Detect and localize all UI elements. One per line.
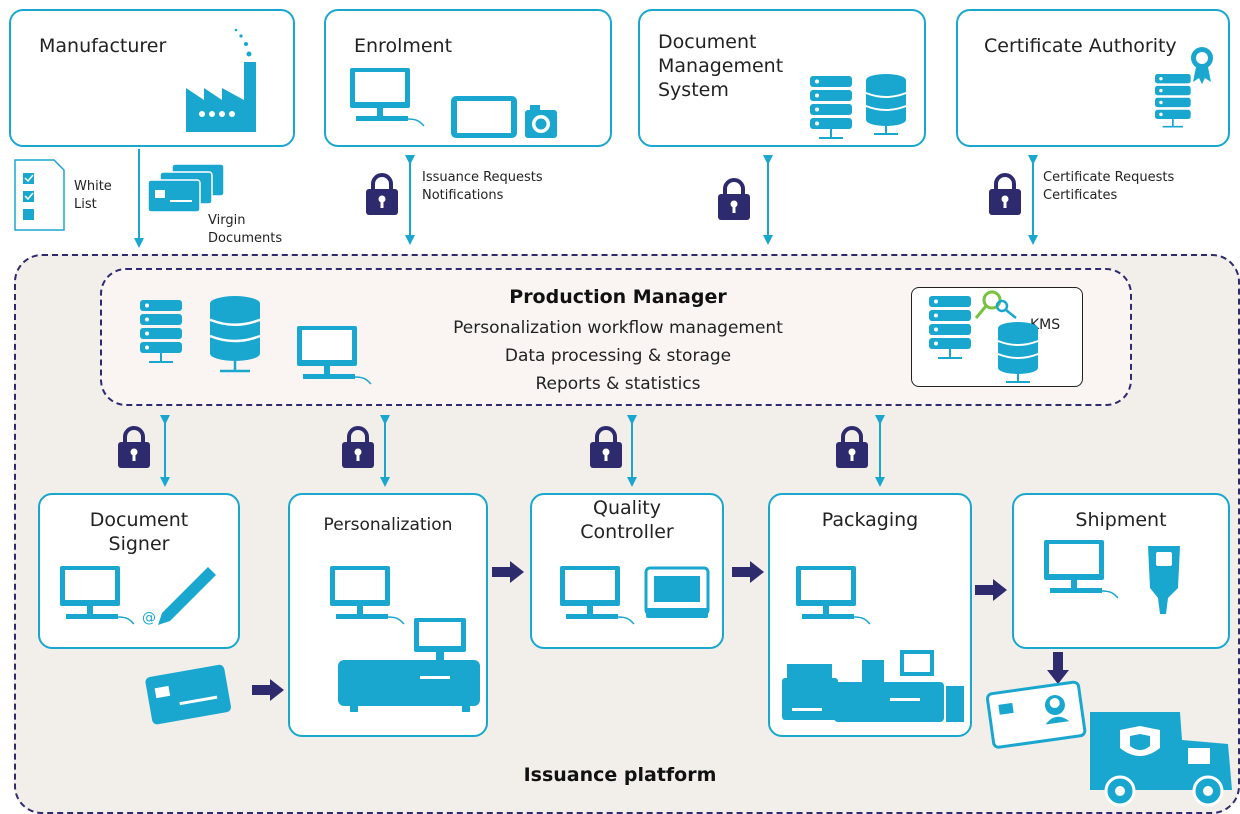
document-signer-title: Document Signer <box>40 509 238 557</box>
personalization-title: Personalization <box>323 515 453 535</box>
lock-icon <box>987 173 1023 217</box>
camera-icon <box>525 105 557 138</box>
pen-icon: @ <box>142 567 216 626</box>
shipment-title: Shipment <box>1075 509 1167 531</box>
manufacturer-title: Manufacturer <box>39 35 167 57</box>
notifications-text: Notifications <box>422 187 504 203</box>
computer-icon <box>329 565 405 625</box>
database-icon <box>865 73 907 135</box>
document-signer-line1: Document <box>89 509 189 531</box>
white-list-document-icon <box>14 159 65 231</box>
dms-title-line3: System <box>658 78 729 101</box>
white-list-line2: List <box>74 196 97 212</box>
lock-icon <box>834 426 870 470</box>
computer-icon <box>559 565 635 625</box>
flow-arrow <box>732 561 764 583</box>
issuance-platform-label: Issuance platform <box>523 764 717 786</box>
computer-icon <box>296 325 372 385</box>
enrolment-flow-label: Issuance Requests Notifications <box>422 169 543 204</box>
quality-controller-line2: Controller <box>580 520 674 543</box>
document-signer-line2: Signer <box>108 532 170 555</box>
certificates-text: Certificates <box>1043 187 1118 203</box>
id-card-icon <box>145 664 231 725</box>
kms-server-icon <box>928 295 972 359</box>
lock-icon <box>340 426 376 470</box>
packaging-machine-icon <box>782 650 964 722</box>
virgin-documents-label: Virgin Documents <box>208 212 282 247</box>
certificate-server-icon <box>1154 73 1192 128</box>
virgin-documents-line2: Documents <box>208 230 283 246</box>
pm-line-data: Data processing & storage <box>504 346 732 366</box>
lock-icon <box>716 178 752 222</box>
pm-line-reports: Reports & statistics <box>535 374 701 394</box>
production-manager-title: Production Manager <box>509 286 727 308</box>
ca-title: Certificate Authority <box>984 35 1177 57</box>
computer-icon <box>1043 539 1119 599</box>
server-icon <box>139 299 183 363</box>
flow-arrow <box>975 579 1007 601</box>
packaging-title: Packaging <box>821 509 919 531</box>
dms-title: Document Management System <box>658 31 783 102</box>
lock-icon <box>588 426 624 470</box>
quality-controller-line1: Quality <box>593 497 661 519</box>
barcode-scanner-icon <box>1148 546 1180 614</box>
id-card-with-photo-icon <box>985 680 1087 749</box>
certificate-seal-icon <box>1191 47 1213 84</box>
key-icon <box>974 290 1017 319</box>
factory-icon <box>186 28 256 132</box>
white-list-line1: White <box>74 179 112 194</box>
certificate-requests-text: Certificate Requests <box>1043 170 1175 185</box>
flow-arrow-down <box>1047 652 1069 684</box>
scanner-icon <box>644 566 710 618</box>
virgin-documents-line1: Virgin <box>208 213 246 228</box>
svg-text:@: @ <box>142 610 156 626</box>
database-icon <box>208 294 262 373</box>
dms-title-line2: Management <box>658 54 784 77</box>
kms-database-icon <box>997 321 1039 383</box>
issuance-requests-text: Issuance Requests <box>422 170 543 185</box>
computer-icon <box>795 565 871 625</box>
quality-controller-title: Quality Controller <box>532 497 722 545</box>
computer-icon <box>59 565 135 625</box>
enrolment-title: Enrolment <box>354 35 453 57</box>
ca-flow-label: Certificate Requests Certificates <box>1043 169 1174 204</box>
delivery-truck-icon <box>1090 712 1232 807</box>
virgin-cards-icon <box>147 163 225 213</box>
lock-icon <box>364 173 400 217</box>
personalization-machine-icon <box>338 618 480 712</box>
computer-icon <box>349 67 425 127</box>
tablet-icon <box>451 96 517 138</box>
lock-icon <box>116 426 152 470</box>
white-list-label: White List <box>74 178 112 213</box>
server-icon <box>809 75 853 139</box>
dms-title-line1: Document <box>658 31 757 53</box>
flow-arrow <box>252 679 284 701</box>
flow-arrow <box>492 561 524 583</box>
pm-line-workflow: Personalization workflow management <box>453 318 783 338</box>
